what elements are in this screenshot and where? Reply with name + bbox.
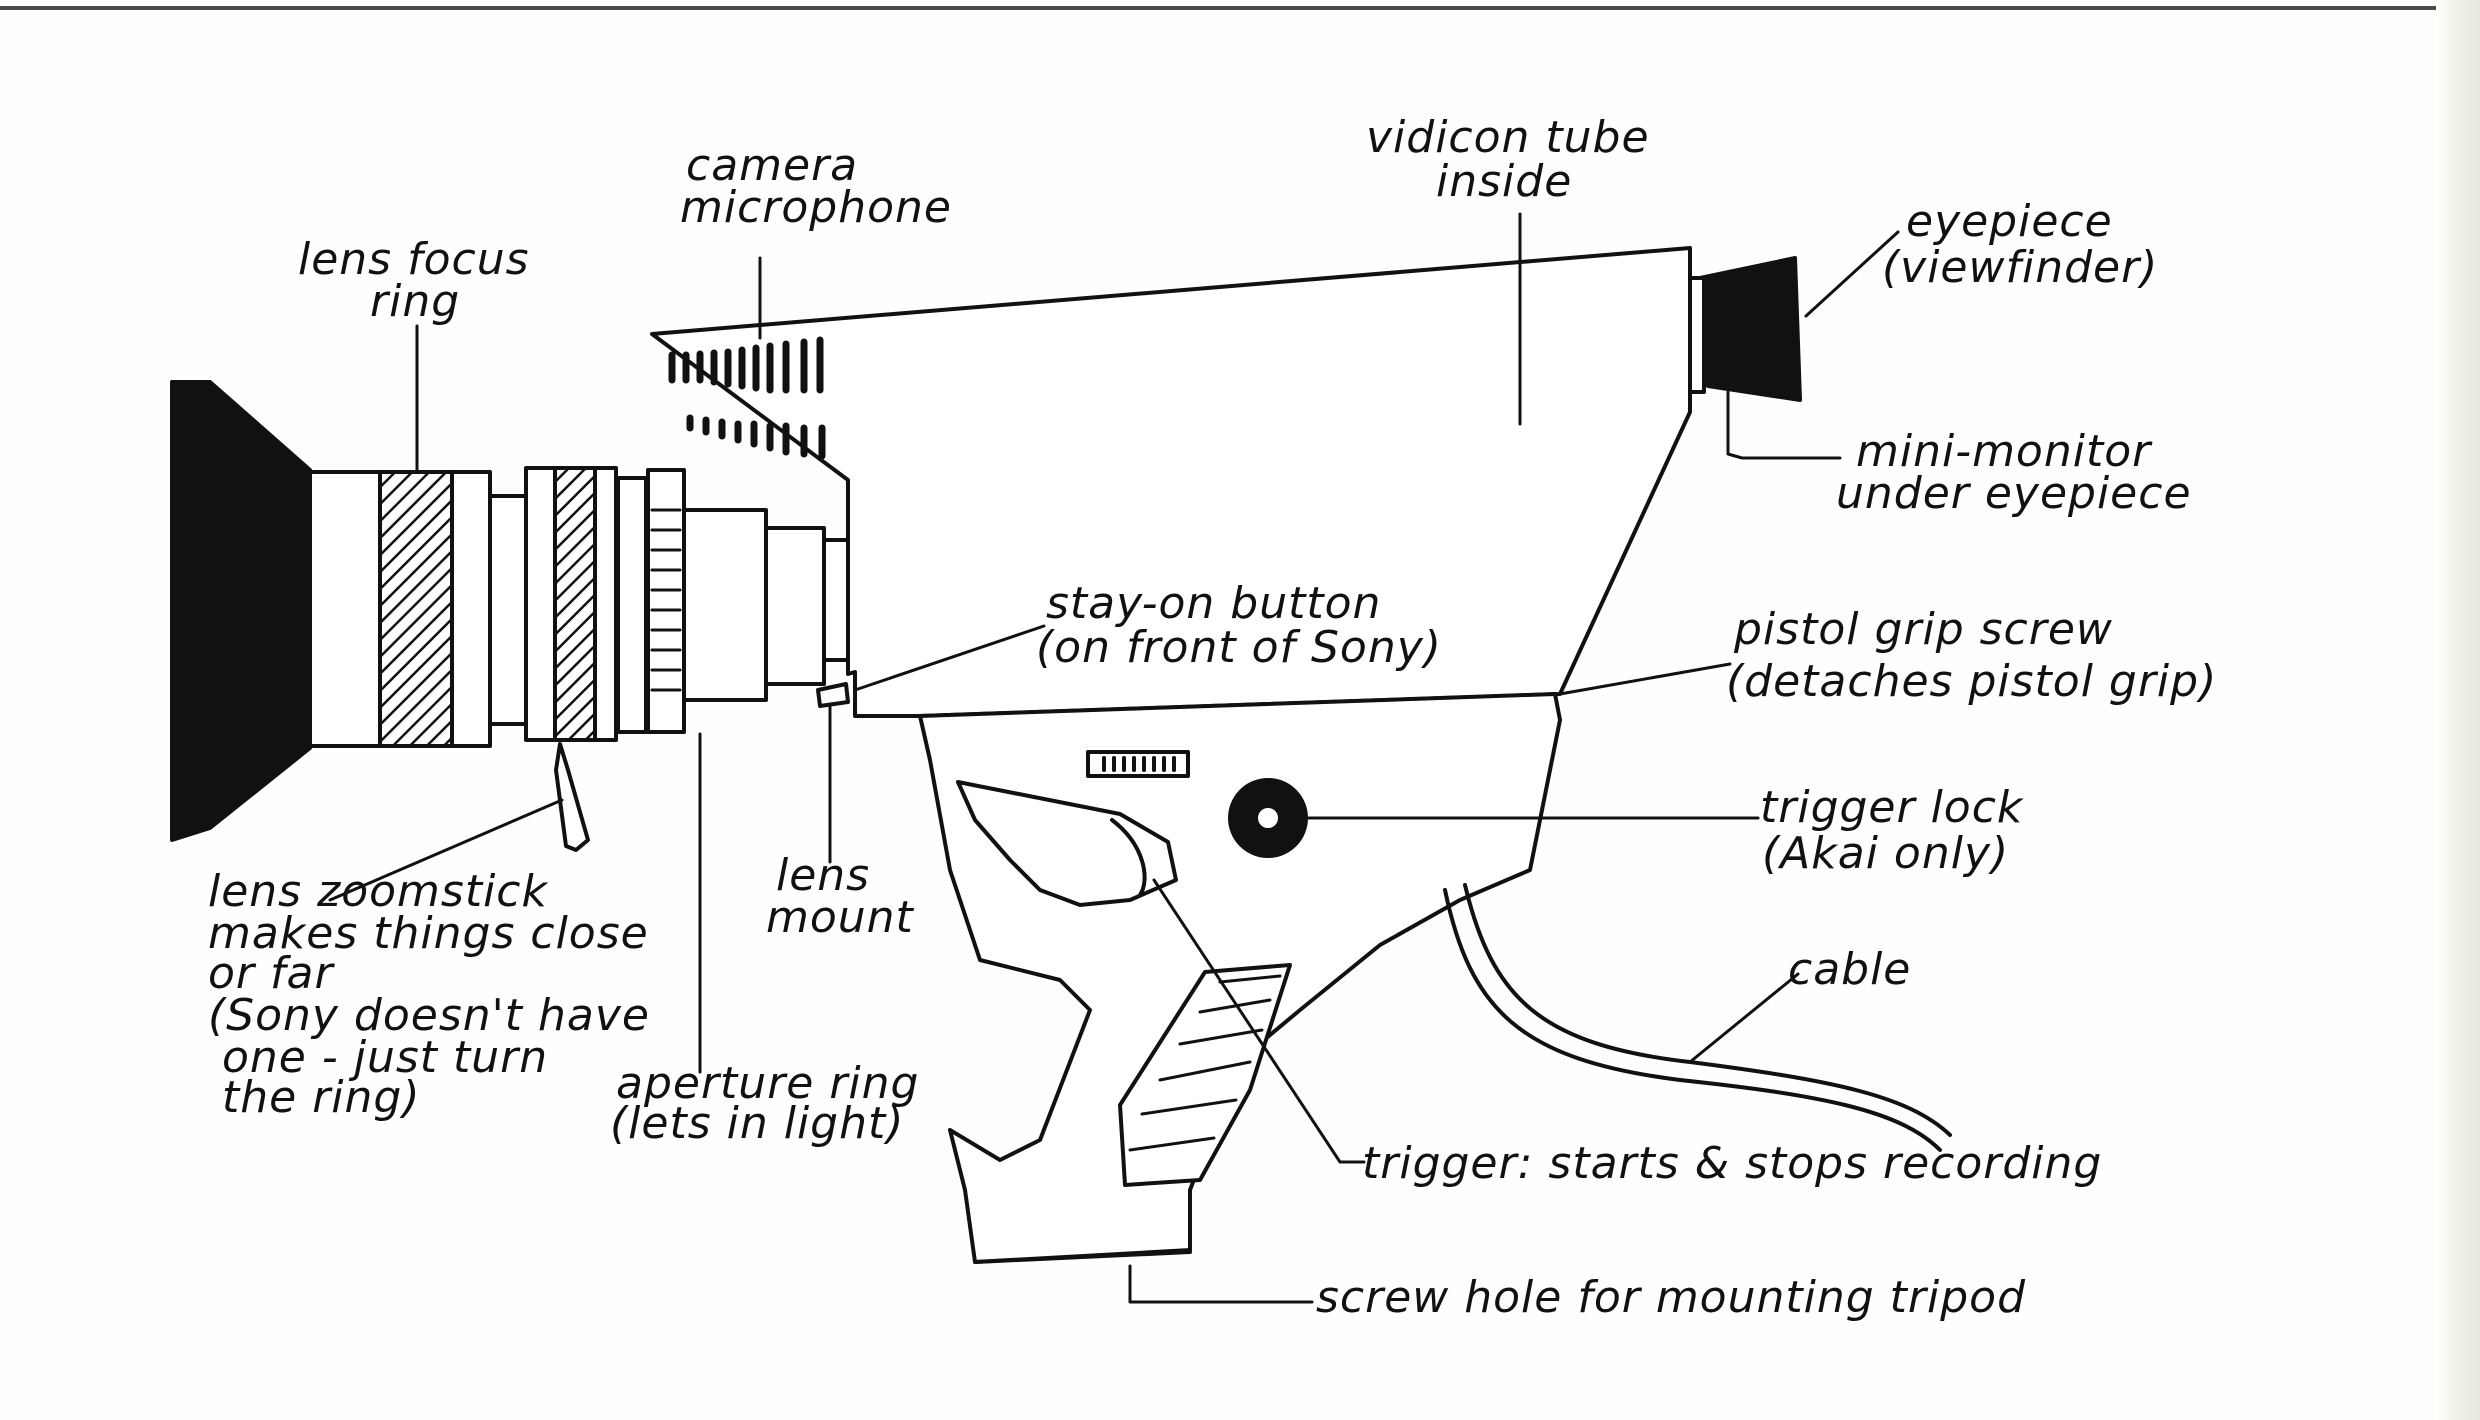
- lens-rear-section: [682, 508, 768, 702]
- label-lens-zoomstick-line-1: lens zoomstick: [208, 866, 548, 917]
- label-lens-zoomstick: lens zoomstick makes things close or far…: [208, 866, 665, 1123]
- lens-section-2: [488, 494, 528, 726]
- label-lens-mount: lens mount: [766, 850, 915, 943]
- label-cable-line-1: cable: [1788, 944, 1911, 995]
- label-vidicon-tube-line-1: vidicon tube: [1366, 112, 1650, 163]
- aperture-ring: [646, 468, 686, 734]
- lens-hood: [170, 380, 312, 842]
- label-stay-on-button-line-2: (on front of Sony): [1036, 622, 1442, 673]
- label-trigger-lock: trigger lock (Akai only): [1760, 782, 2038, 879]
- lens-hatched-ring-2: [553, 466, 597, 742]
- microphone-grille: [668, 336, 826, 460]
- screw-knurl: [1102, 756, 1176, 772]
- label-lens-zoomstick-line-4: (Sony doesn't have: [208, 990, 650, 1041]
- label-pistol-grip-screw-line-1: pistol grip screw: [1733, 604, 2113, 655]
- label-camera-microphone: camera microphone: [680, 140, 952, 233]
- label-trigger: trigger: starts & stops recording: [1362, 1138, 2102, 1189]
- tripod-base-line: [973, 1250, 1192, 1264]
- label-aperture-ring-line-1: aperture ring: [616, 1058, 919, 1109]
- label-camera-microphone-line-1: camera: [686, 140, 858, 191]
- label-aperture-ring: aperture ring (lets in light): [610, 1058, 934, 1149]
- label-lens-mount-line-2: mount: [766, 892, 915, 943]
- mini-monitor: [1688, 276, 1706, 394]
- label-aperture-ring-line-2: (lets in light): [610, 1098, 904, 1149]
- label-trigger-line-1: trigger: starts & stops recording: [1362, 1138, 2102, 1189]
- label-pistol-grip-screw-line-2: (detaches pistol grip): [1726, 656, 2217, 707]
- trigger-lock-center: [1254, 804, 1282, 832]
- cable-outer: [1443, 888, 1942, 1152]
- grip-wrap-lines: [1128, 974, 1282, 1152]
- label-trigger-lock-line-1: trigger lock: [1760, 782, 2024, 833]
- label-mini-monitor: mini-monitor under eyepiece: [1836, 426, 2192, 519]
- page-edge-shadow: [2436, 0, 2480, 1420]
- trigger-inner-curve: [1110, 818, 1147, 897]
- label-lens-focus-ring-line-2: ring: [370, 276, 460, 327]
- label-screw-hole: screw hole for mounting tripod: [1316, 1272, 2026, 1323]
- label-lens-zoomstick-line-6: the ring): [222, 1072, 421, 1123]
- label-lens-mount-line-1: lens: [776, 850, 870, 901]
- label-stay-on-button-line-1: stay-on button: [1046, 578, 1381, 629]
- leader-lines: [328, 212, 1900, 1304]
- lens-small-ring: [616, 476, 648, 734]
- label-vidicon-tube: vidicon tube inside: [1366, 112, 1665, 207]
- label-screw-hole-line-1: screw hole for mounting tripod: [1316, 1272, 2026, 1323]
- lens-mount-collar: [764, 526, 826, 686]
- label-lens-zoomstick-line-5: one - just turn: [222, 1032, 548, 1083]
- label-lens-focus-ring-line-1: lens focus: [298, 234, 530, 285]
- label-stay-on-button: stay-on button (on front of Sony): [1036, 578, 1442, 673]
- top-border-line: [0, 6, 2450, 10]
- label-vidicon-tube-line-2: inside: [1436, 156, 1572, 207]
- label-lens-zoomstick-line-2: makes things close: [208, 908, 649, 959]
- label-eyepiece-line-1: eyepiece: [1906, 196, 2113, 247]
- label-eyepiece-line-2: (viewfinder): [1882, 242, 2158, 293]
- stay-on-button: [816, 682, 850, 708]
- lens-focus-ring: [378, 470, 454, 748]
- label-pistol-grip-screw: pistol grip screw (detaches pistol grip): [1726, 604, 2217, 707]
- label-mini-monitor-line-1: mini-monitor: [1856, 426, 2153, 477]
- label-mini-monitor-line-2: under eyepiece: [1836, 468, 2192, 519]
- eyepiece: [1698, 256, 1802, 402]
- trigger: [956, 780, 1178, 907]
- aperture-ring-grip: [650, 508, 682, 692]
- cable-inner: [1463, 883, 1952, 1137]
- label-lens-focus-ring: lens focus ring: [298, 234, 545, 327]
- label-lens-zoomstick-line-3: or far: [208, 948, 335, 999]
- labels: lens focus ring camera microphone vidico…: [208, 112, 2217, 1323]
- label-eyepiece: eyepiece (viewfinder): [1882, 196, 2158, 293]
- label-camera-microphone-line-2: microphone: [680, 182, 952, 233]
- label-cable: cable: [1788, 944, 1911, 995]
- label-trigger-lock-line-2: (Akai only): [1762, 828, 2009, 879]
- lens-zoomstick: [554, 742, 590, 852]
